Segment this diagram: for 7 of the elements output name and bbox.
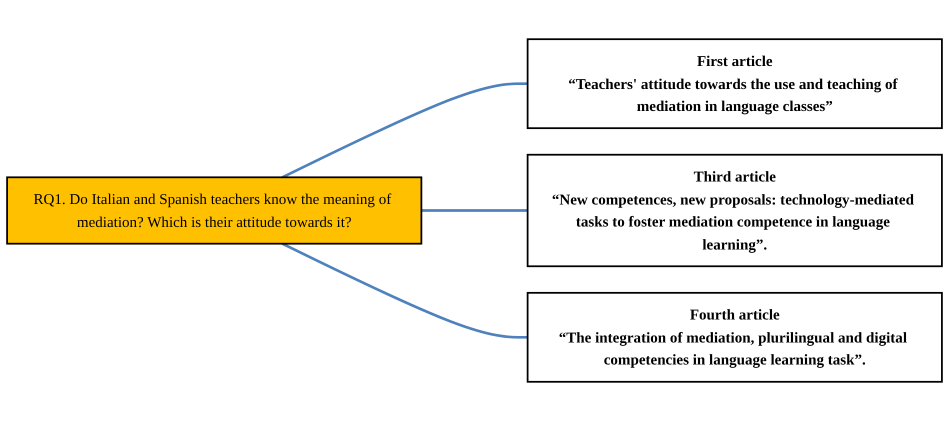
node-box: Third article “New competences, new proposals: technology-mediated tasks to foster mediation competence in language learning”. — [526, 154, 943, 268]
node-box: Fourth article “The integration of mediation, plurilingual and digital competencies in language learning task”. — [526, 292, 943, 383]
node-box: RQ1. Do Italian and Spanish teachers know the meaning of mediation? Which is their attitude towards it? — [6, 176, 422, 245]
connector — [282, 82, 528, 178]
node-box: First article “Teachers' attitude towards the use and teaching of mediation in language classes” — [526, 38, 943, 130]
connector — [421, 209, 528, 212]
connector — [282, 242, 528, 339]
